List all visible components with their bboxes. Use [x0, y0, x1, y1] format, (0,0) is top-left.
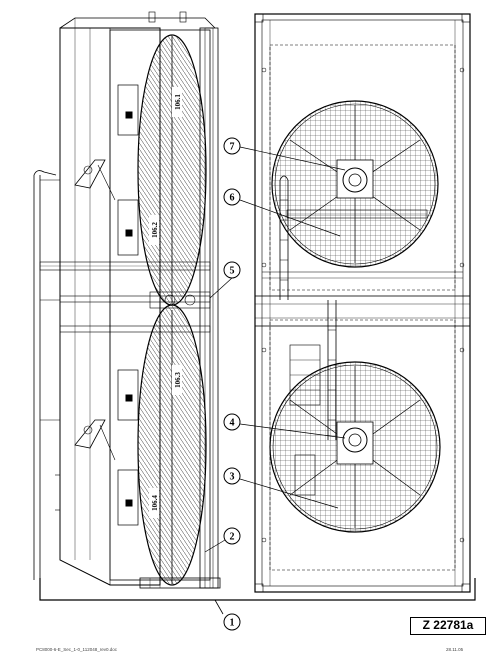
footer-file-name: PC8000-6-E_Sec_1-0_112048_rev0.doc — [36, 647, 117, 652]
callout-2: 2 — [204, 527, 241, 553]
drawing-id-box: Z 22781a — [410, 617, 486, 635]
section-label-106-3: 106.3 — [174, 372, 182, 388]
section-label-106-1: 106.1 — [174, 94, 182, 110]
front-ladder — [279, 175, 428, 496]
callout-6: 6 — [223, 188, 341, 237]
fan-lower — [269, 361, 441, 533]
callout-1: 1 — [223, 613, 241, 631]
callout-5: 5 — [209, 261, 241, 299]
radiator-core-upper — [137, 34, 207, 306]
fan-upper — [271, 100, 439, 268]
svg-text:3: 3 — [230, 472, 235, 483]
svg-text:7: 7 — [230, 142, 235, 153]
section-label-106-2: 106.2 — [151, 222, 159, 238]
svg-text:1: 1 — [230, 618, 235, 629]
base-frame-bracket — [39, 578, 476, 615]
radiator-core-lower — [137, 304, 207, 586]
front-view — [254, 13, 471, 593]
side-view — [33, 11, 221, 589]
svg-text:6: 6 — [230, 193, 235, 204]
footer-date: 28.11.05 — [446, 647, 464, 652]
svg-text:2: 2 — [230, 532, 235, 543]
section-label-106-4: 106.4 — [151, 495, 159, 511]
callout-3: 3 — [223, 467, 339, 509]
callout-4: 4 — [223, 413, 346, 439]
svg-text:5: 5 — [230, 266, 235, 277]
svg-text:4: 4 — [230, 418, 235, 429]
callout-7: 7 — [223, 137, 346, 171]
